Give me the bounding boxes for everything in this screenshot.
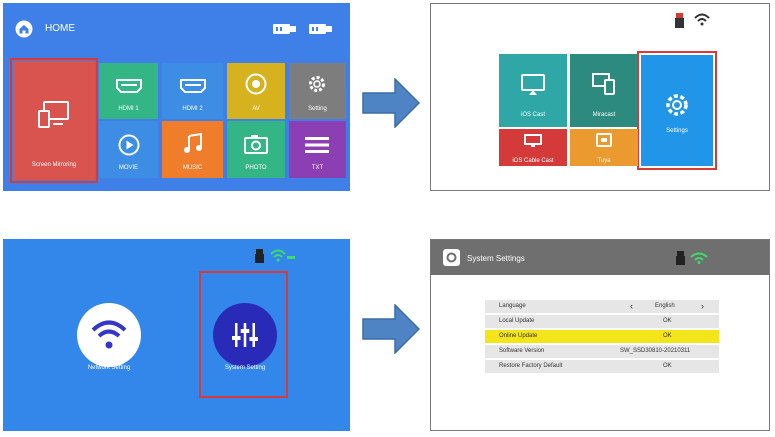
wifi-icon [690,252,708,264]
usb-drive-icon [273,24,296,34]
row-value: English [655,303,675,309]
music-note-icon [184,133,202,153]
system-settings-panel: System Settings Language ‹ English › Loc… [430,239,770,431]
tile-tuya[interactable]: Tuya [570,129,638,166]
sliders-icon [232,323,258,347]
row-key: Online Update [499,333,538,339]
home-screen-panel: HOME Screen Mirroring HDMI 1 HDMI 2 [3,3,350,191]
menu-lines-icon [305,137,329,153]
usb-status-icon [255,249,264,263]
tile-label: Settings [666,128,688,134]
tile-av[interactable]: AV [227,63,285,119]
tile-label: HDMI 1 [118,106,139,112]
system-setting-button[interactable] [213,303,277,367]
tile-ios-cast[interactable]: iOS Cast [499,54,567,127]
selection-highlight [637,51,717,170]
camera-icon [244,135,268,154]
tile-label: Tuya [597,158,611,164]
selection-highlight [10,58,98,183]
tile-label: Miracast [592,112,616,118]
settings-header: System Settings [431,240,769,275]
tile-setting[interactable]: Setting [289,63,346,119]
tile-screen-mirroring[interactable]: Screen Mirroring [13,61,95,180]
tile-txt[interactable]: TXT [289,121,346,178]
row-key: Language [499,303,526,309]
row-key: Local Update [499,318,535,324]
home-title: HOME [45,23,75,34]
home-icon[interactable] [15,20,33,38]
tile-label: iOS Cable Cast [512,158,554,164]
tile-label: Setting [308,106,327,112]
usb-status-icon [675,13,684,28]
tile-label: HDMI 2 [182,106,203,112]
gear-icon [309,76,325,92]
tile-label: AV [252,106,260,112]
row-value: SW_SSD30810-20210311 [620,348,691,354]
tuya-icon [596,133,612,147]
settings-row-online-update[interactable]: Online Update OK [485,330,719,343]
screen-mirroring-icon [38,101,69,128]
tile-hdmi1[interactable]: HDMI 1 [99,63,158,119]
wifi-icon [270,249,295,262]
network-setting-label: Network Setting [87,365,131,371]
av-icon [245,73,267,95]
tile-movie[interactable]: MOVIE [99,121,158,178]
cast-screen-icon [521,74,545,95]
usb-status-icon [676,251,685,265]
row-value: OK [663,333,672,339]
play-icon [118,134,140,156]
wifi-icon [694,13,710,26]
row-key: Software Version [499,348,545,354]
tile-photo[interactable]: PHOTO [227,121,285,178]
screen-mirroring-panel: iOS Cast Miracast Settings iOS Cable Cas… [430,3,770,191]
tile-label: PHOTO [245,165,267,171]
settings-menu-panel: Network Setting System Setting [3,239,350,431]
settings-row-software-version: Software Version SW_SSD30810-20210311 [485,345,719,358]
tile-settings[interactable]: Settings [641,55,713,166]
selection-highlight [199,271,288,398]
tile-label: Screen Mirroring [31,162,77,168]
row-value: OK [663,318,672,324]
miracast-icon [592,73,615,95]
settings-app-icon [443,249,460,266]
row-key: Restore Factory Default [499,363,563,369]
right-arrow-icon [362,78,420,128]
tile-label: iOS Cast [520,112,545,118]
system-setting-label: System Setting [224,365,266,371]
sd-card-icon [309,24,332,34]
settings-title: System Settings [467,254,525,263]
tile-label: MOVIE [118,165,139,171]
gear-icon [666,94,688,116]
row-value: OK [663,363,672,369]
right-arrow-icon [362,304,420,354]
tile-label: MUSIC [182,165,203,171]
chevron-left-icon[interactable]: ‹ [630,301,633,311]
tile-ios-cable-cast[interactable]: iOS Cable Cast [499,129,567,166]
settings-row-restore-factory[interactable]: Restore Factory Default OK [485,360,719,373]
settings-row-local-update[interactable]: Local Update OK [485,315,719,328]
settings-row-language[interactable]: Language ‹ English › [485,300,719,313]
network-setting-button[interactable] [77,303,141,367]
hdmi-icon [180,79,206,93]
tile-hdmi2[interactable]: HDMI 2 [162,63,223,119]
hdmi-icon [116,79,142,93]
wifi-icon [91,320,127,349]
tile-music[interactable]: MUSIC [162,121,223,178]
tile-miracast[interactable]: Miracast [570,54,638,127]
tile-label: TXT [311,165,324,171]
cable-cast-icon [524,134,542,147]
chevron-right-icon[interactable]: › [701,301,704,311]
